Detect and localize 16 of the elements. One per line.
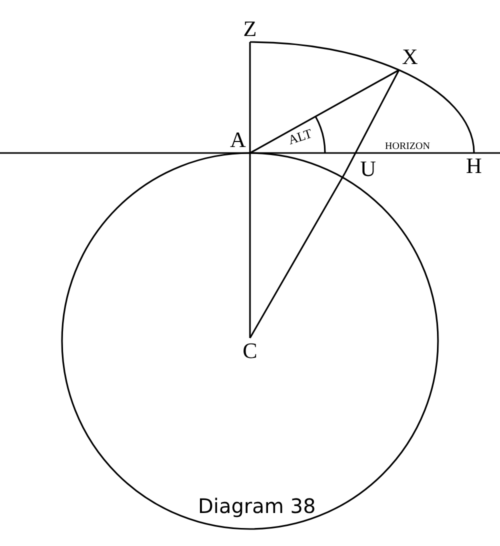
arc-line — [250, 41, 400, 71]
point-label: A — [226, 127, 250, 153]
line — [249, 153, 251, 338]
point-label: C — [239, 338, 261, 364]
line — [344, 70, 400, 174]
caption: Diagram 38 — [198, 496, 316, 516]
point-label: H — [463, 153, 485, 179]
angle-label: ALT — [286, 126, 314, 146]
horizon-label: HORIZON — [385, 142, 430, 152]
line — [250, 69, 400, 154]
point-label: X — [399, 44, 421, 70]
line — [249, 42, 251, 153]
point-label: Z — [239, 16, 261, 42]
point-label: U — [345, 157, 376, 181]
line — [249, 172, 346, 338]
arc-line — [398, 69, 475, 154]
